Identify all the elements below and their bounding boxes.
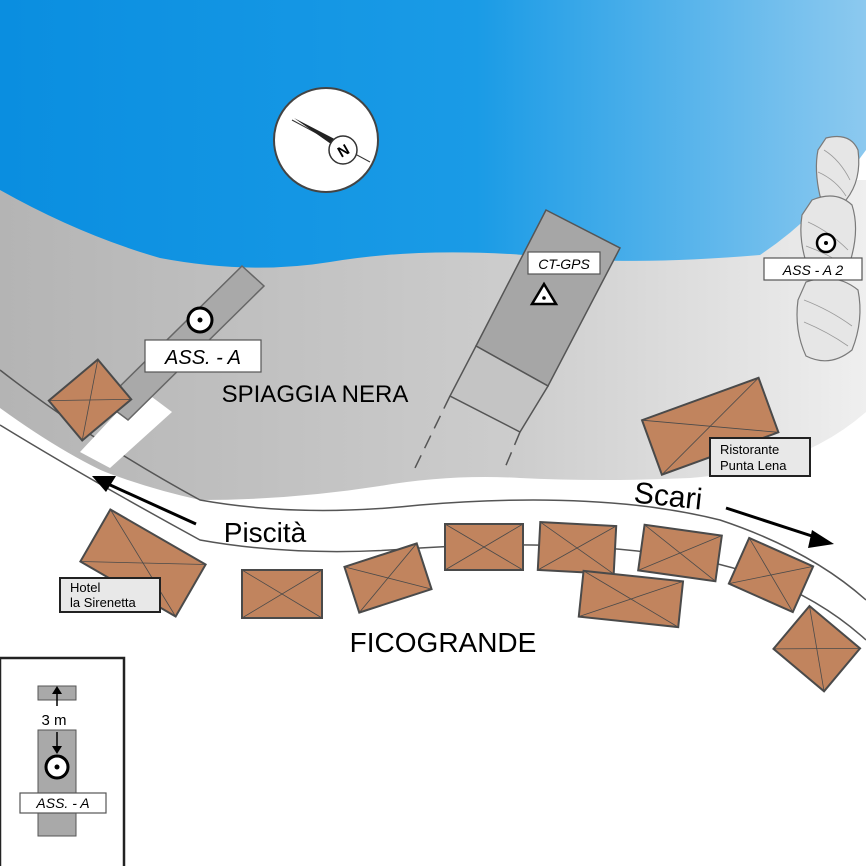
inset-station-label: ASS. - A (35, 795, 89, 811)
inset-distance-label: 3 m (41, 712, 66, 729)
station-ass-a2-box (763, 257, 863, 281)
inset-station-box (19, 792, 107, 814)
station-ct-gps-box (527, 251, 601, 275)
station-ass-a2-marker (815, 232, 837, 254)
building-4 (444, 523, 524, 571)
arrow-down-icon (52, 746, 62, 754)
building-restaurant (640, 376, 780, 476)
road-label-scari: Scari (632, 477, 703, 517)
arrow-scari (725, 506, 834, 548)
sea (0, 0, 866, 268)
hotel-label-box (59, 577, 161, 613)
road-edge-north (0, 369, 866, 601)
hotel-label-line2: la Sirenetta (70, 595, 137, 610)
restaurant-label-line2: Punta Lena (720, 458, 787, 473)
building-2 (241, 569, 323, 619)
building-8 (727, 536, 815, 614)
beach-access-path (80, 388, 172, 468)
station-ass-a-box (144, 339, 262, 373)
buildings (47, 358, 862, 693)
building-3 (343, 542, 433, 614)
station-ass-a-label: ASS. - A (164, 347, 241, 369)
road-label-piscita: Piscità (224, 517, 307, 548)
building-9 (772, 604, 862, 693)
building-7 (577, 569, 685, 629)
building-6 (637, 523, 723, 583)
compass-center (328, 135, 358, 165)
building-hotel (79, 508, 207, 618)
arrow-piscita (92, 476, 197, 526)
building-5 (536, 520, 618, 576)
building-1 (47, 358, 133, 442)
station-ass-a-marker (186, 306, 214, 334)
station-ass-a2-label: ASS - A 2 (782, 262, 844, 278)
district-label: FICOGRANDE (350, 627, 537, 658)
station-ct-gps-label: CT-GPS (538, 256, 590, 272)
arrow-up-icon (52, 686, 62, 694)
triangulation-point-icon (529, 281, 559, 306)
hotel-label-line1: Hotel (70, 580, 100, 595)
restaurant-label-box (709, 437, 811, 477)
beach-label: SPIAGGIA NERA (222, 381, 409, 408)
inset-detail: 3 m ASS. - A (0, 656, 126, 866)
compass-rose: N (273, 87, 379, 193)
restaurant-label-line1: Ristorante (720, 442, 779, 457)
